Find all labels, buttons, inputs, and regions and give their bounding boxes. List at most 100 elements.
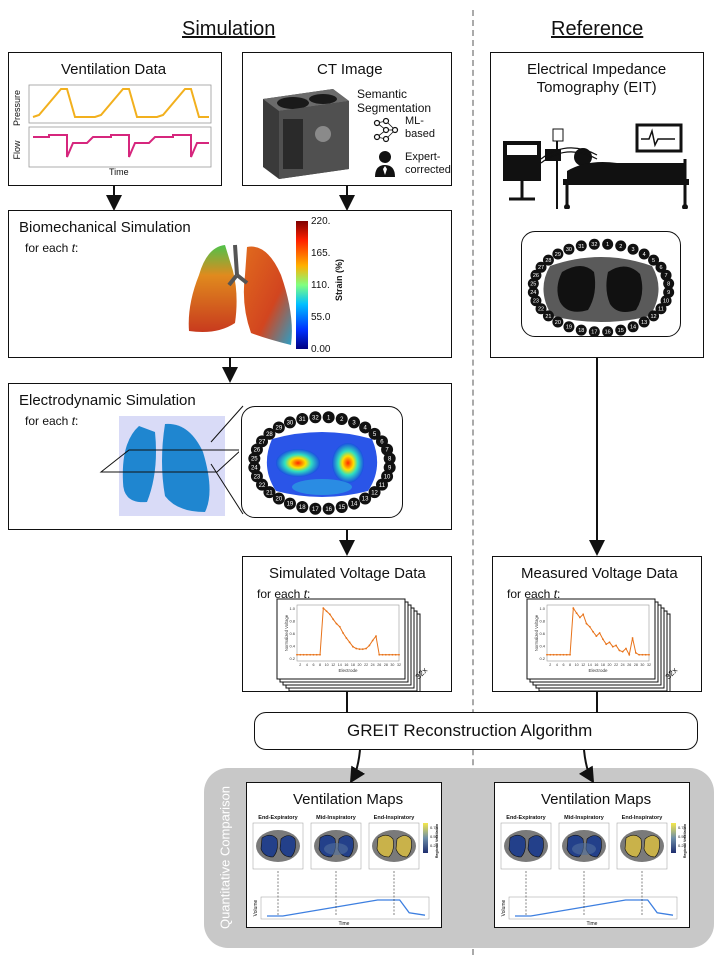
voltage-point <box>388 653 391 656</box>
simulated-voltage-title: Simulated Voltage Data <box>269 565 426 582</box>
greit-box: GREIT Reconstruction Algorithm <box>254 712 698 750</box>
electrode-marker <box>335 412 348 425</box>
voltage-point <box>641 653 644 656</box>
voltage-point <box>322 607 325 610</box>
voltage-point <box>628 653 631 656</box>
electrode-marker <box>588 238 600 250</box>
voltage-tick: 0.8 <box>289 619 295 624</box>
electrode-marker <box>322 502 335 515</box>
electrode-number: 26 <box>254 448 261 454</box>
electrode-tick: 2 <box>299 663 301 667</box>
voltage-point <box>602 638 604 641</box>
electrode-marker <box>542 254 554 266</box>
electrode-tick: 22 <box>364 663 368 667</box>
electrode-marker <box>272 421 285 434</box>
voltage-point <box>381 653 384 656</box>
electrode-marker <box>530 269 542 281</box>
electrode-marker <box>552 316 564 328</box>
electrode-marker <box>283 497 296 510</box>
electrode-number: 6 <box>659 265 662 271</box>
voltage-point <box>611 645 614 648</box>
voltage-point <box>361 648 364 651</box>
strain-tick: 0.00 <box>311 344 331 355</box>
eit-title: Electrical Impedance Tomography (EIT) <box>527 61 667 96</box>
electrode-tick: 24 <box>371 663 375 667</box>
voltage-point <box>562 653 565 656</box>
voltage-point <box>305 653 308 656</box>
expert-person-icon <box>375 151 395 177</box>
electrode-marker <box>368 427 381 440</box>
electrode-number: 30 <box>287 421 294 427</box>
voltage-point <box>555 653 558 656</box>
electrode-tick: 30 <box>640 663 644 667</box>
voltage-point <box>375 635 377 638</box>
electrode-number: 27 <box>538 265 544 271</box>
electrode-number: 16 <box>605 330 611 336</box>
strain-colorbar <box>296 221 308 349</box>
electrode-marker <box>602 238 614 250</box>
electrode-number: 14 <box>351 502 358 508</box>
electrode-number: 13 <box>641 320 647 326</box>
electrode-marker <box>655 303 667 315</box>
electrode-marker <box>660 269 672 281</box>
right-lung-region <box>279 835 296 858</box>
electrode-marker <box>535 261 547 273</box>
electrode-tick: 18 <box>601 663 605 667</box>
colorbar-tick: 0.75 <box>678 825 687 830</box>
biomech-for-each: for each t: <box>25 241 79 255</box>
electrode-number: 28 <box>545 258 551 264</box>
electrode-marker <box>283 416 296 429</box>
electrode-tick: 2 <box>549 663 551 667</box>
electrode-number: 13 <box>362 497 369 503</box>
voltage-point <box>598 632 601 634</box>
electrode-tick: 20 <box>608 663 612 667</box>
voltage-ylabel: Normalized Voltage <box>534 614 539 651</box>
voltage-point <box>608 641 611 644</box>
voltage-point <box>312 653 315 656</box>
electrode-number: 2 <box>619 244 622 250</box>
electrode-tick: 6 <box>562 663 564 667</box>
electro-for-each: for each t: <box>25 414 79 428</box>
left-lung-region <box>260 834 278 858</box>
voltage-point <box>338 625 341 628</box>
electrode-marker <box>563 243 575 255</box>
electrode-tick: 10 <box>325 663 329 667</box>
voltage-point <box>365 647 367 650</box>
electrode-number: 5 <box>652 258 655 264</box>
voltage-point <box>299 653 302 656</box>
voltage-tick: 0.4 <box>539 643 545 648</box>
electrode-number: 21 <box>266 490 273 496</box>
voltage-point <box>355 647 358 650</box>
voltage-point <box>579 616 581 619</box>
voltage-tick: 0.4 <box>289 643 295 648</box>
electrode-marker <box>627 243 639 255</box>
electrode-marker <box>263 427 276 440</box>
strain-colorbar-label: Strain (%) <box>334 259 344 302</box>
electrode-number: 25 <box>251 457 258 463</box>
electrode-number: 30 <box>566 247 572 253</box>
simulation-header: Simulation <box>182 18 276 40</box>
electrode-marker <box>248 461 261 474</box>
electrode-marker <box>296 412 309 425</box>
voltage-point <box>384 653 387 656</box>
electrode-number: 25 <box>530 282 536 288</box>
voltage-point <box>625 647 627 650</box>
voltage-tick: 0.2 <box>289 656 295 661</box>
voltage-point <box>595 635 598 638</box>
electrode-marker <box>309 411 322 424</box>
ventilation-waveforms <box>28 84 212 168</box>
vent-maps-ref-title: Ventilation Maps <box>541 791 652 808</box>
electrode-number: 29 <box>276 426 283 432</box>
electrode-tick: 12 <box>581 663 585 667</box>
electrode-number: 6 <box>380 439 384 445</box>
electrode-number: 28 <box>266 432 273 438</box>
left-lung-region <box>624 834 642 858</box>
ventilation-colorbar <box>671 823 676 853</box>
greit-title: GREIT Reconstruction Algorithm <box>347 721 593 740</box>
electrodynamic-title: Electrodynamic Simulation <box>19 392 196 409</box>
electrode-number: 1 <box>606 242 609 248</box>
